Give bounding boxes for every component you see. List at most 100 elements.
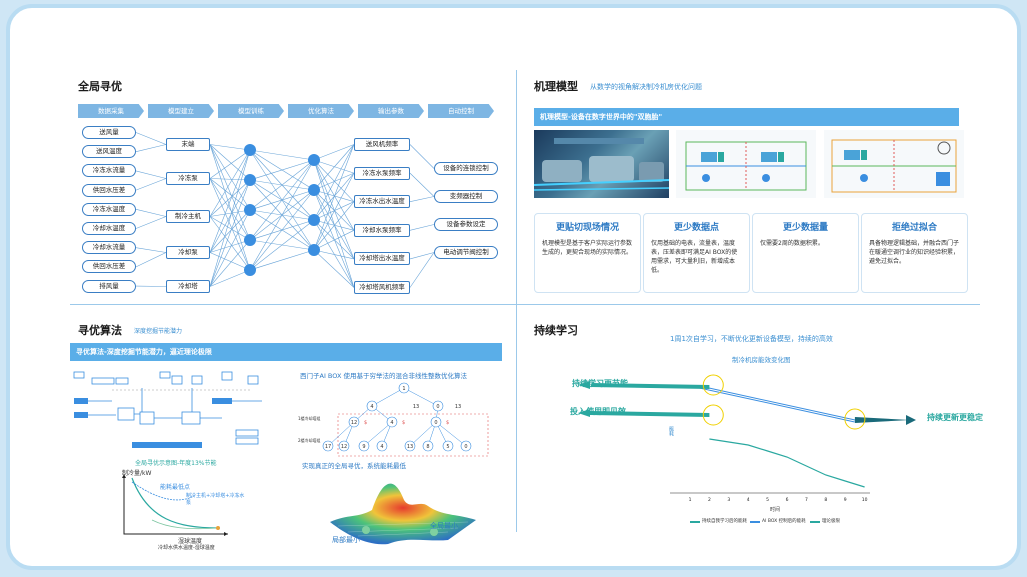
legend-swatch — [690, 521, 700, 523]
tree-edge — [327, 421, 355, 447]
label-keep-updating: 持续更新更稳定 — [927, 413, 983, 422]
output-link — [313, 249, 355, 288]
x-tick-label: 3 — [727, 497, 730, 503]
series-line — [709, 438, 865, 488]
device-link — [209, 144, 251, 271]
feature-card-body: 仅需要2周的数据积累。 — [760, 240, 824, 247]
output-link — [313, 219, 355, 260]
tree-node-value: 4 — [390, 420, 393, 426]
horizontal-divider — [70, 304, 980, 305]
neuron — [308, 244, 320, 256]
x-tick-label: 7 — [805, 497, 808, 503]
tree-node — [358, 440, 370, 452]
device-node: 制冷主机 — [166, 210, 210, 223]
input-node: 送风温度 — [82, 145, 136, 159]
device-link — [209, 179, 251, 253]
device-link — [209, 178, 251, 181]
tree-row-label: 3楼冷却塔组 — [298, 459, 321, 460]
device-link — [209, 252, 251, 271]
feature-card-title: 拒绝过拟合 — [891, 223, 937, 233]
system-diagram — [72, 368, 272, 448]
local-min-label: 局部最小 — [332, 536, 360, 544]
ai-box-band-inner — [699, 386, 856, 422]
output-link — [313, 219, 355, 231]
page: 全局寻优 数据采集模型建立模型训练优化算法输出参数自动控制 送风量送风温度冷冻水… — [6, 4, 1021, 570]
curve-x-label-2: 冷却水供水温度-湿球温度 — [158, 545, 215, 551]
flow-step: 模型训练 — [218, 104, 284, 118]
vertical-divider — [516, 70, 517, 532]
flow-step: 输出参数 — [358, 104, 424, 118]
tree-node-value: 12 — [351, 420, 357, 426]
device-link — [209, 239, 251, 253]
control-node: 电动调节阀控制 — [434, 246, 498, 259]
input-link — [135, 144, 167, 152]
device-node: 末端 — [166, 138, 210, 151]
feature-card-title: 更贴切现场情况 — [555, 223, 619, 233]
device-link — [209, 178, 251, 241]
neuron — [308, 184, 320, 196]
surface-plot — [328, 470, 478, 548]
algorithm-title: 西门子AI BOX 使用基于穷举法的混合非线性整数优化算法 — [300, 372, 467, 380]
device-link — [209, 239, 251, 287]
output-link — [313, 159, 355, 202]
diagram-caption: 全局寻优示意图-年度13%节能 — [135, 460, 217, 467]
output-node: 冷却塔出水温度 — [354, 252, 410, 266]
output-link — [313, 172, 355, 191]
section-title-global: 全局寻优 — [78, 80, 122, 93]
section-subtitle-model: 从数学的视角解决制冷机房优化问题 — [590, 83, 702, 91]
x-tick-label: 10 — [862, 497, 868, 503]
output-node: 冷却塔风机频率 — [354, 281, 410, 294]
arrow-left-top-head — [578, 381, 590, 389]
output-node: 冷冻水泵频率 — [354, 166, 410, 180]
output-link — [313, 189, 355, 202]
input-link — [135, 178, 167, 191]
output-link — [313, 219, 355, 288]
legend-swatch — [810, 521, 820, 523]
tree-row-label: 2楼冷却塔组 — [298, 437, 321, 443]
chart-y-label: 能耗 — [668, 426, 674, 436]
tree-edge — [435, 421, 467, 447]
control-link — [409, 144, 435, 169]
tree-node — [338, 440, 350, 452]
device-link — [209, 149, 251, 253]
output-link — [313, 159, 355, 288]
hidden-link — [249, 249, 315, 271]
device-node: 冷却泵 — [166, 246, 210, 259]
feature-card: 更少数据点仅用基础的电表，流量表，温度表，压差表即可满足AI BOX的使用需求，… — [643, 213, 750, 293]
flow-step: 优化算法 — [288, 104, 354, 118]
tree-node-value: 1 — [402, 386, 405, 392]
hidden-link — [249, 159, 315, 271]
tree-node-value: 8 — [426, 444, 429, 450]
tree-node-value: 5 — [446, 444, 449, 450]
device-link — [209, 149, 251, 287]
input-link — [135, 170, 167, 179]
hidden-link — [249, 219, 315, 271]
tree-node — [398, 382, 410, 394]
output-link — [313, 144, 355, 191]
tree-node-value: 13 — [407, 444, 413, 450]
control-link — [409, 224, 435, 231]
curve-x-label: 湿球温度 — [178, 538, 203, 545]
input-node: 供回水压差 — [82, 260, 136, 274]
tree-node-value: 4 — [370, 404, 373, 410]
legend-label: AI BOX 控制后的能耗 — [762, 519, 806, 524]
device-link — [209, 269, 251, 287]
curve-note-2: 制冷主机+冷却塔+冷冻水泵 — [186, 493, 245, 506]
highlight-circle — [702, 404, 724, 426]
tree-cost-mark: $ — [364, 420, 367, 426]
section-title-learning: 持续学习 — [534, 324, 578, 337]
output-link — [313, 189, 355, 231]
neuron — [244, 264, 256, 276]
tree-row-label: 1楼冷却塔组 — [298, 415, 321, 421]
feature-card-body: 仅用基础的电表，流量表，温度表，压差表即可满足AI BOX的使用需求，可大量利旧… — [651, 240, 738, 274]
chart-title: 制冷机房能效变化图 — [732, 356, 791, 364]
flow-step: 数据采集 — [78, 104, 144, 118]
input-node: 供回水压差 — [82, 183, 136, 197]
control-node: 设备的连锁控制 — [434, 162, 498, 175]
system-schematic-1 — [676, 130, 816, 198]
model-banner: 机理模型-设备在数字世界中的"双胞胎" — [534, 108, 959, 126]
chart-x-label: 时间 — [770, 507, 781, 513]
energy-curve — [118, 470, 248, 552]
tree-node — [322, 440, 334, 452]
algorithm-banner: 寻优算法-深度挖掘节能潜力，逼近理论极限 — [70, 343, 502, 361]
